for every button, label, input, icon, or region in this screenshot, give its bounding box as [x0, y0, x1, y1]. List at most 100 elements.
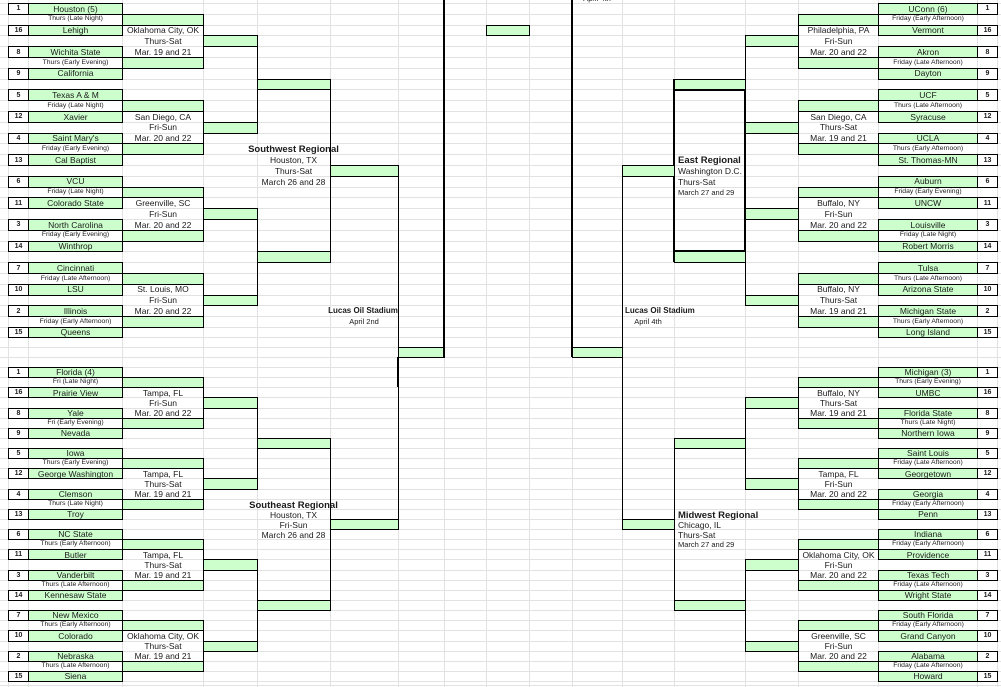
team-cell[interactable]: Winthrop	[28, 240, 123, 253]
round1-winner-box[interactable]	[122, 100, 204, 112]
team-cell[interactable]: Yale	[28, 407, 123, 419]
round1-winner-box[interactable]	[122, 539, 204, 551]
round2-winner-box[interactable]	[203, 478, 258, 490]
team-cell[interactable]: Georgia	[878, 488, 978, 500]
team-cell[interactable]: Xavier	[28, 111, 123, 123]
team-cell[interactable]: Akron	[878, 46, 978, 58]
round1-winner-box[interactable]	[122, 13, 204, 26]
round1-winner-box[interactable]	[798, 57, 879, 69]
team-cell[interactable]: Cal Baptist	[28, 154, 123, 166]
round1-winner-box[interactable]	[122, 273, 204, 285]
team-cell[interactable]: Kennesaw State	[28, 589, 123, 601]
round2-winner-box[interactable]	[745, 35, 799, 48]
team-cell[interactable]: Syracuse	[878, 111, 978, 123]
team-cell[interactable]: Auburn	[878, 175, 978, 188]
round1-winner-box[interactable]	[122, 229, 204, 242]
round1-winner-box[interactable]	[122, 316, 204, 328]
round2-winner-box[interactable]	[203, 121, 258, 134]
round2-winner-box[interactable]	[203, 559, 258, 571]
team-cell[interactable]: Illinois	[28, 305, 123, 318]
team-cell[interactable]: Queens	[28, 327, 123, 338]
round1-winner-box[interactable]	[798, 660, 879, 672]
round1-winner-box[interactable]	[122, 377, 204, 389]
team-cell[interactable]: Saint Mary's	[28, 132, 123, 145]
round3-winner-box[interactable]	[257, 437, 331, 450]
team-cell[interactable]: Northern Iowa	[878, 427, 978, 439]
team-cell[interactable]: Michigan (3)	[878, 367, 978, 379]
round1-winner-box[interactable]	[798, 143, 879, 156]
team-cell[interactable]: Nevada	[28, 427, 123, 439]
team-cell[interactable]: Vermont	[878, 24, 978, 37]
team-cell[interactable]: Cincinnati	[28, 262, 123, 274]
round1-winner-box[interactable]	[122, 417, 204, 429]
round2-winner-box[interactable]	[203, 294, 258, 307]
round1-winner-box[interactable]	[122, 57, 204, 69]
round3-winner-box[interactable]	[674, 251, 746, 264]
team-cell[interactable]: UConn (6)	[878, 3, 978, 15]
round2-winner-box[interactable]	[203, 35, 258, 48]
team-cell[interactable]: UMBC	[878, 387, 978, 399]
round1-winner-box[interactable]	[122, 143, 204, 156]
regional-winner-box[interactable]	[622, 165, 675, 177]
round2-winner-box[interactable]	[745, 640, 799, 652]
round1-winner-box[interactable]	[798, 377, 879, 389]
round1-winner-box[interactable]	[798, 417, 879, 429]
team-cell[interactable]: Dayton	[878, 67, 978, 80]
round2-winner-box[interactable]	[745, 559, 799, 571]
round1-winner-box[interactable]	[122, 660, 204, 672]
team-cell[interactable]: Howard	[878, 670, 978, 683]
round3-winner-box[interactable]	[257, 251, 331, 264]
team-cell[interactable]: Vanderbilt	[28, 569, 123, 581]
round1-winner-box[interactable]	[122, 620, 204, 632]
team-cell[interactable]: UCF	[878, 89, 978, 102]
team-cell[interactable]: Michigan State	[878, 305, 978, 318]
team-cell[interactable]: Prairie View	[28, 387, 123, 399]
round1-winner-box[interactable]	[122, 186, 204, 199]
team-cell[interactable]: VCU	[28, 175, 123, 188]
team-cell[interactable]: Nebraska	[28, 650, 123, 662]
round2-winner-box[interactable]	[203, 397, 258, 409]
team-cell[interactable]: Texas A & M	[28, 89, 123, 102]
champion-box[interactable]	[486, 24, 530, 37]
regional-winner-box[interactable]	[330, 518, 399, 531]
team-cell[interactable]: Long Island	[878, 327, 978, 338]
team-cell[interactable]: Tulsa	[878, 262, 978, 274]
round1-winner-box[interactable]	[798, 620, 879, 632]
round2-winner-box[interactable]	[745, 478, 799, 490]
team-cell[interactable]: Alabama	[878, 650, 978, 662]
team-cell[interactable]: Clemson	[28, 488, 123, 500]
round1-winner-box[interactable]	[798, 273, 879, 285]
round1-winner-box[interactable]	[798, 186, 879, 199]
team-cell[interactable]: UNCW	[878, 197, 978, 210]
team-cell[interactable]: New Mexico	[28, 610, 123, 622]
team-cell[interactable]: Colorado	[28, 630, 123, 642]
regional-winner-box[interactable]	[622, 518, 675, 531]
team-cell[interactable]: Butler	[28, 549, 123, 561]
regional-winner-box[interactable]	[330, 165, 399, 177]
round3-winner-box[interactable]	[674, 599, 746, 612]
round3-winner-box[interactable]	[257, 78, 331, 91]
round1-winner-box[interactable]	[798, 100, 879, 112]
round2-winner-box[interactable]	[745, 294, 799, 307]
team-cell[interactable]: UCLA	[878, 132, 978, 145]
team-cell[interactable]: Houston (5)	[28, 3, 123, 15]
round3-winner-box[interactable]	[257, 599, 331, 612]
team-cell[interactable]: Troy	[28, 508, 123, 520]
team-cell[interactable]: Saint Louis	[878, 448, 978, 460]
round1-winner-box[interactable]	[122, 579, 204, 591]
final-four-winner-box-right[interactable]	[572, 347, 623, 358]
team-cell[interactable]: Arizona State	[878, 283, 978, 296]
team-cell[interactable]: Florida (4)	[28, 367, 123, 379]
team-cell[interactable]: Grand Canyon	[878, 630, 978, 642]
round1-winner-box[interactable]	[798, 579, 879, 591]
round2-winner-box[interactable]	[745, 121, 799, 134]
round1-winner-box[interactable]	[122, 458, 204, 470]
round3-winner-box[interactable]	[674, 437, 746, 450]
team-cell[interactable]: George Washington	[28, 468, 123, 480]
round1-winner-box[interactable]	[122, 498, 204, 510]
round1-winner-box[interactable]	[798, 539, 879, 551]
round2-winner-box[interactable]	[203, 208, 258, 220]
team-cell[interactable]: Georgetown	[878, 468, 978, 480]
round1-winner-box[interactable]	[798, 458, 879, 470]
team-cell[interactable]: Colorado State	[28, 197, 123, 210]
